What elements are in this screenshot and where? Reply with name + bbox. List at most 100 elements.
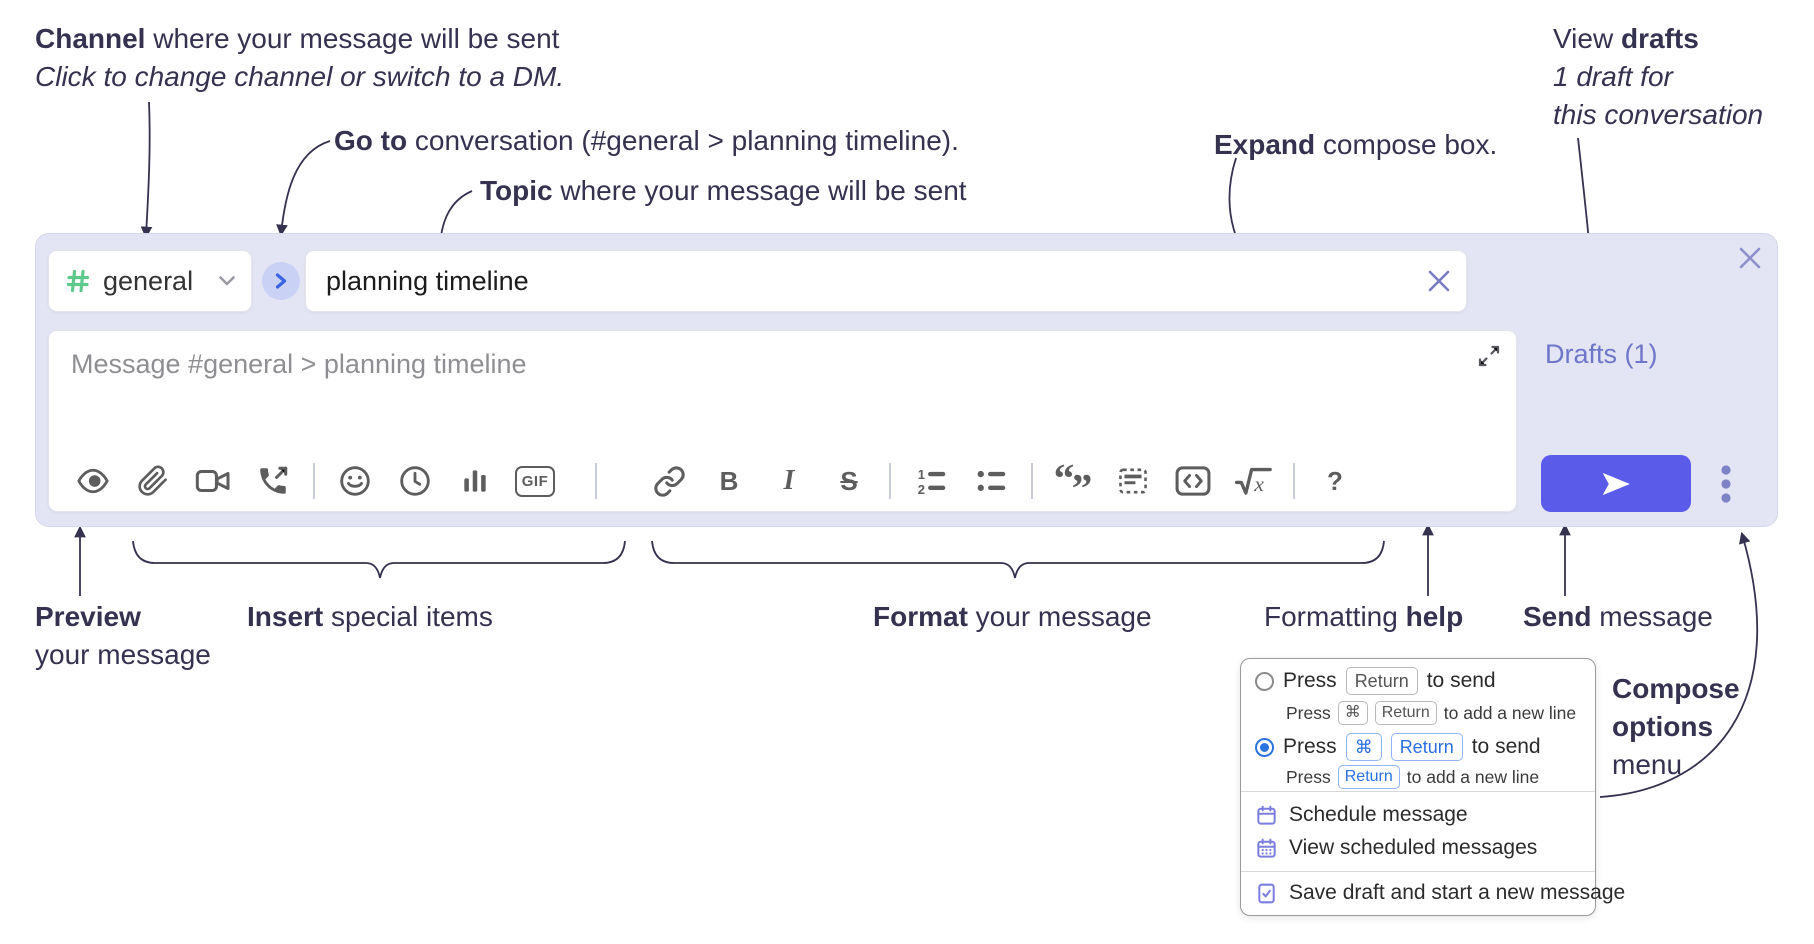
bar-chart-icon xyxy=(464,470,486,492)
menu-item-label: Schedule message xyxy=(1289,803,1468,826)
link-icon xyxy=(653,465,685,497)
toolbar-separator xyxy=(595,463,597,499)
send-option-return-subtext: Press ⌘ Return to add a new line xyxy=(1286,701,1585,725)
preview-annotation-line2: your message xyxy=(35,639,211,670)
compose-options-menu: Press Return to send Press ⌘ Return to a… xyxy=(1240,658,1625,916)
eye-icon xyxy=(77,468,109,494)
goto-annotation-bold: Go to xyxy=(334,125,408,156)
numbered-list-button[interactable]: 1 2 xyxy=(911,461,951,501)
option-text: to send xyxy=(1426,669,1496,692)
insert-annotation-bold: Insert xyxy=(247,601,324,632)
paperclip-icon xyxy=(138,465,167,496)
code-icon xyxy=(1175,466,1211,496)
bold-button[interactable]: B xyxy=(709,461,749,501)
send-button[interactable] xyxy=(1541,455,1691,512)
message-area: GIF B I S xyxy=(48,330,1517,512)
svg-text:2: 2 xyxy=(917,481,924,496)
smiley-icon xyxy=(340,466,370,496)
expand-annotation-rest: compose box. xyxy=(1315,129,1498,160)
toolbar-separator xyxy=(1031,463,1033,499)
radio-unselected-icon[interactable] xyxy=(1255,671,1274,691)
send-annotation-bold: Send xyxy=(1523,601,1592,632)
expand-compose-icon[interactable] xyxy=(1476,343,1502,369)
preview-button[interactable] xyxy=(73,461,113,501)
expand-annotation: Expand compose box. xyxy=(1214,126,1497,164)
return-key: Return xyxy=(1337,765,1400,789)
drafts-link[interactable]: Drafts (1) xyxy=(1545,339,1658,369)
send-option-cmd-return[interactable]: Press ⌘ Return to send xyxy=(1255,733,1585,761)
option-subtext: to add a new line xyxy=(1406,766,1540,787)
clear-topic-icon[interactable] xyxy=(1426,268,1452,294)
math-button[interactable]: x xyxy=(1233,461,1273,501)
goto-annotation-rest: conversation (#general > planning timeli… xyxy=(407,125,959,156)
italic-button[interactable]: I xyxy=(769,461,809,501)
menu-divider xyxy=(1241,791,1595,792)
insert-annotation-rest: special items xyxy=(323,601,493,632)
menu-item-save-draft[interactable]: Save draft and start a new message xyxy=(1255,881,1625,905)
channel-annotation-line2: Click to change channel or switch to a D… xyxy=(35,61,565,92)
math-sqrt-icon: x xyxy=(1234,467,1272,496)
expand-annotation-bold: Expand xyxy=(1214,129,1316,160)
preview-annotation: Preview your message xyxy=(35,598,211,674)
emoji-button[interactable] xyxy=(335,461,375,501)
video-call-button[interactable] xyxy=(193,461,233,501)
strikethrough-icon: S xyxy=(840,465,858,496)
bulleted-list-button[interactable] xyxy=(971,461,1011,501)
compose-options-button[interactable] xyxy=(1706,462,1746,506)
phone-outgoing-icon xyxy=(260,466,288,494)
option-text: Press xyxy=(1283,735,1337,758)
channel-selector[interactable]: general xyxy=(48,250,252,312)
add-global-time-button[interactable] xyxy=(395,461,435,501)
chevron-down-icon xyxy=(219,276,235,286)
menu-item-label: Save draft and start a new message xyxy=(1289,881,1626,904)
format-annotation-rest: your message xyxy=(967,601,1152,632)
compose-options-annotation-line3: menu xyxy=(1612,749,1683,780)
channel-name: general xyxy=(103,265,194,296)
svg-text:x: x xyxy=(1253,472,1264,496)
hash-channel-icon xyxy=(66,269,90,293)
topic-input[interactable] xyxy=(306,251,1426,311)
strikethrough-button[interactable]: S xyxy=(829,461,869,501)
toolbar-separator xyxy=(313,463,315,499)
drafts-annotation: View drafts 1 draft for this conversatio… xyxy=(1553,20,1763,134)
goto-annotation: Go to conversation (#general > planning … xyxy=(334,122,959,160)
menu-item-label: View scheduled messages xyxy=(1289,836,1538,859)
close-compose-icon[interactable] xyxy=(1736,244,1764,272)
menu-item-schedule-message[interactable]: Schedule message xyxy=(1255,803,1585,827)
link-button[interactable] xyxy=(649,461,689,501)
radio-selected-icon[interactable] xyxy=(1255,737,1274,757)
send-option-return[interactable]: Press Return to send xyxy=(1255,667,1585,695)
video-camera-icon xyxy=(195,469,230,493)
chevron-right-icon xyxy=(275,273,287,289)
message-textarea[interactable] xyxy=(59,339,1479,409)
bold-icon: B xyxy=(719,465,739,496)
send-annotation: Send message xyxy=(1523,598,1713,636)
svg-text:”: ” xyxy=(1072,465,1091,498)
formatting-help-annotation: Formatting help xyxy=(1264,598,1463,636)
spoiler-button[interactable] xyxy=(1113,461,1153,501)
toolbar-separator xyxy=(889,463,891,499)
go-to-conversation-button[interactable] xyxy=(262,262,300,300)
drafts-annotation-pre: View xyxy=(1553,23,1621,54)
compose-options-annotation-line1: Compose xyxy=(1612,673,1740,704)
calendar-icon xyxy=(1257,805,1276,825)
formatting-help-button[interactable]: ? xyxy=(1315,461,1355,501)
add-poll-button[interactable] xyxy=(455,461,495,501)
clock-icon xyxy=(400,466,430,496)
menu-item-view-scheduled[interactable]: View scheduled messages xyxy=(1255,836,1585,860)
add-gif-button[interactable]: GIF xyxy=(515,461,555,501)
quote-button[interactable]: “” xyxy=(1053,461,1093,501)
gif-icon: GIF xyxy=(515,465,555,497)
bulleted-list-icon xyxy=(977,470,1005,491)
option-text: to send xyxy=(1471,735,1541,758)
voice-call-button[interactable] xyxy=(253,461,293,501)
code-button[interactable] xyxy=(1173,461,1213,501)
svg-text:“: “ xyxy=(1055,464,1074,498)
option-text: Press xyxy=(1283,669,1337,692)
attach-file-button[interactable] xyxy=(133,461,173,501)
formatting-help-annotation-pre: Formatting xyxy=(1264,601,1406,632)
formatting-help-annotation-bold: help xyxy=(1405,601,1464,632)
italic-icon: I xyxy=(783,465,795,496)
cmd-key: ⌘ xyxy=(1337,701,1368,725)
